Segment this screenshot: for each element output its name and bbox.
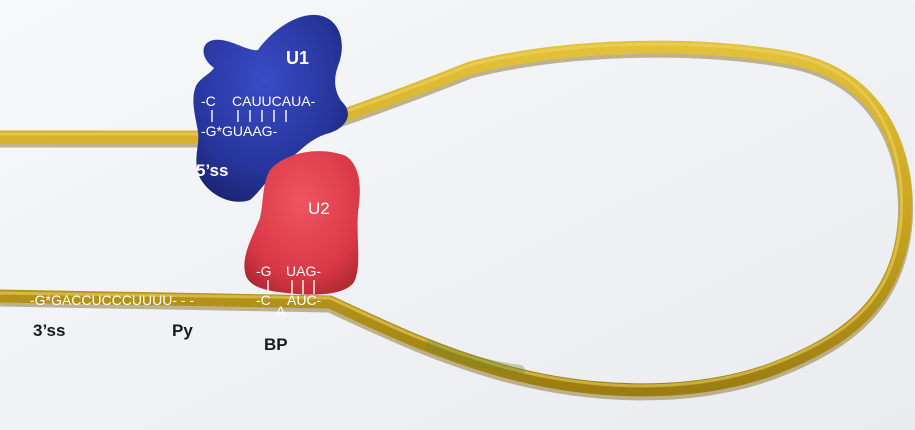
branch-point-c: -C: [256, 292, 271, 308]
u2-label: U2: [308, 199, 330, 218]
polypyrimidine-tract-label: Py: [172, 321, 193, 340]
five-prime-splice-site-label: 5’ss: [196, 161, 228, 180]
u2-top-sequence-left: -G: [256, 263, 272, 279]
u1-bottom-sequence: -G*GUAAG-: [201, 123, 278, 139]
u1-label: U1: [286, 48, 309, 68]
u1-top-sequence-left: -C: [201, 93, 216, 109]
branch-point-label: BP: [264, 335, 288, 354]
u1-top-sequence-right: CAUUCAUA-: [232, 93, 316, 109]
branch-point-a: A: [276, 303, 286, 319]
three-prime-splice-site-label: 3’ss: [33, 321, 65, 340]
branch-point-rest: AUC-: [287, 292, 322, 308]
lower-strand-sequence: -G*GACCUCCCUUUU- - -: [30, 292, 198, 308]
u2-top-sequence-right: UAG-: [286, 263, 321, 279]
